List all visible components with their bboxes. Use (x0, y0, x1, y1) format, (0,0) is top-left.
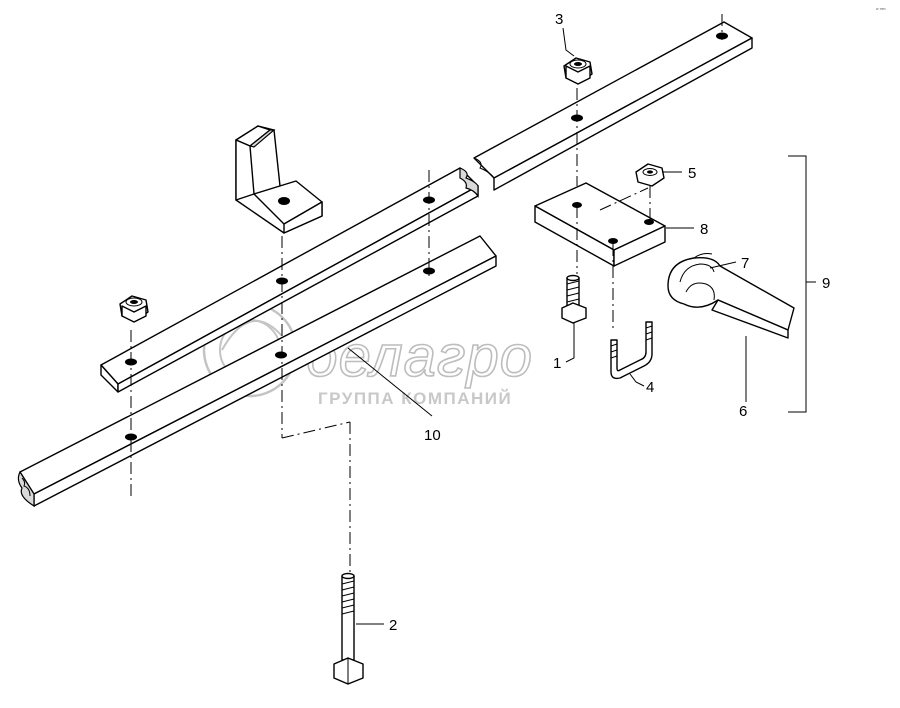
bar-hole (125, 433, 137, 441)
callout-4: 4 (646, 379, 654, 396)
watermark-subtitle: ГРУППА КОМПАНИЙ (318, 389, 512, 408)
callout-2: 2 (389, 617, 397, 634)
callout-10: 10 (424, 427, 441, 444)
callout-6: 6 (739, 403, 747, 420)
bolt-part-1 (561, 274, 587, 324)
lower-bar-part-10 (17, 235, 497, 508)
callout-1: 1 (553, 355, 561, 372)
nut-part-5 (635, 163, 665, 187)
nut-part-3 (563, 57, 593, 85)
callout-8: 8 (700, 221, 708, 238)
center-lines (130, 14, 723, 572)
plate-hole (644, 219, 654, 225)
leader-lines (347, 27, 816, 625)
upper-bar (100, 21, 753, 393)
callout-labels: 3 5 8 7 9 6 1 4 10 2 (389, 11, 830, 634)
angle-bracket (235, 125, 323, 234)
plate-hole (608, 238, 618, 244)
bar-hole (275, 351, 287, 359)
nut-left (119, 295, 149, 323)
plate-part-8 (534, 182, 666, 267)
callout-9: 9 (822, 275, 830, 292)
callout-7: 7 (741, 255, 749, 272)
bracket-hole (278, 197, 290, 205)
callout-3: 3 (555, 11, 563, 28)
corner-mark: ʷ ᵐᵐ (875, 7, 886, 13)
clamp-part-6-7 (667, 253, 795, 339)
u-bolt-part-4 (610, 321, 653, 380)
bolt-part-2 (333, 572, 364, 685)
bar-hole (423, 267, 435, 275)
callout-5: 5 (688, 165, 696, 182)
plate-hole (572, 202, 582, 208)
